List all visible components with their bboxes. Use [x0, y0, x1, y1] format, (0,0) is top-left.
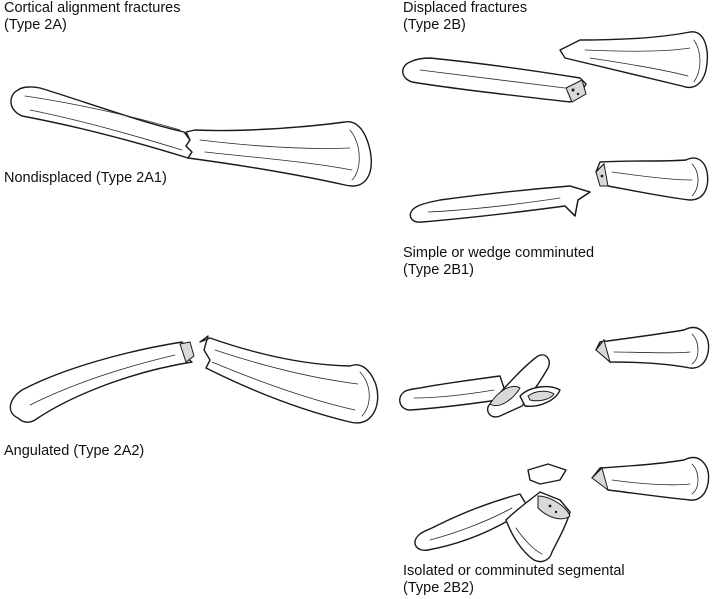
bone-2b2a-right-fragment: [595, 326, 710, 369]
caption-type-2a1: Nondisplaced (Type 2A1): [4, 170, 167, 187]
caption-type-2b2-line2: (Type 2B2): [403, 580, 474, 596]
bone-type-2a2-angulated: [9, 335, 379, 424]
bone-2b1-right-fragment: [595, 157, 709, 201]
caption-type-2b2: Isolated or comminuted segmental (Type 2…: [403, 563, 625, 597]
bone-2a1-right-fragment: [185, 121, 372, 187]
caption-type-2a2-line1: Angulated (Type 2A2): [4, 443, 145, 459]
bone-type-2b2-comminuted-segmental: [414, 456, 710, 563]
bone-2b2b-small-fragment: [527, 463, 567, 485]
caption-type-2b2-line1: Isolated or comminuted segmental: [403, 563, 625, 579]
bone-2b2b-right-fragment: [591, 456, 710, 501]
caption-type-2a2: Angulated (Type 2A2): [4, 443, 144, 460]
bone-2a2-left-fragment: [9, 341, 193, 423]
bone-type-2b1-wedge-comminuted: [409, 157, 709, 223]
heading-type-2b-line1: Displaced fractures: [403, 0, 528, 16]
caption-type-2b1-line2: (Type 2B1): [403, 262, 474, 278]
bone-2b-right-fragment: [559, 31, 708, 89]
caption-type-2a1-line1: Nondisplaced (Type 2A1): [4, 170, 167, 186]
bone-2b-left-break-surface: [565, 79, 587, 103]
heading-type-2a: Cortical alignment fractures (Type 2A): [4, 0, 181, 34]
heading-type-2a-line1: Cortical alignment fractures: [4, 0, 181, 16]
heading-type-2a-line2: (Type 2A): [4, 17, 67, 33]
bone-2b2a-segment-break-surface: [489, 386, 521, 406]
bone-2b2a-right-break-surface: [595, 338, 611, 364]
bone-2b-left-fragment: [402, 57, 587, 103]
bone-type-2a1-nondisplaced: [10, 86, 372, 187]
bone-type-2b-displaced: [402, 31, 708, 103]
bone-type-2b2-isolated-segmental: [399, 326, 710, 418]
caption-type-2b1-line1: Simple or wedge comminuted: [403, 245, 595, 261]
bone-2b2b-segment-break-surface: [537, 495, 571, 520]
heading-type-2b: Displaced fractures (Type 2B): [403, 0, 527, 34]
bone-2a2-left-break-surface: [179, 341, 195, 363]
caption-type-2b1: Simple or wedge comminuted (Type 2B1): [403, 245, 594, 279]
bone-2b2b-right-break-surface: [591, 467, 609, 492]
heading-type-2b-line2: (Type 2B): [403, 17, 466, 33]
bone-2a2-right-fragment: [199, 335, 379, 424]
bone-2b1-left-fragment: [409, 185, 591, 223]
